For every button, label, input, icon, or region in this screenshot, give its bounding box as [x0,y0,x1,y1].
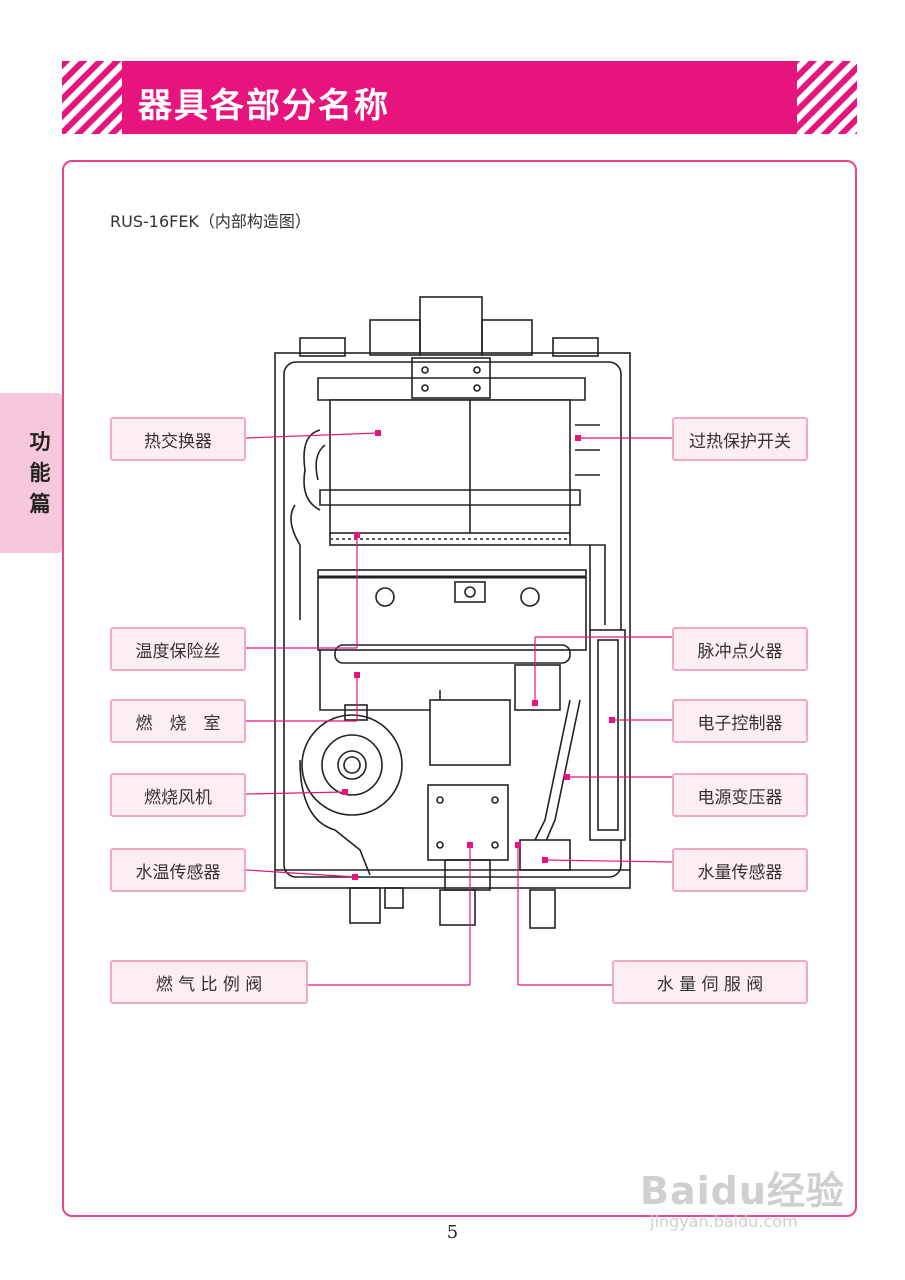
label-combustion-chamber: 燃 烧 室 [110,699,246,743]
label-overheat-switch: 过热保护开关 [672,417,808,461]
label-controller: 电子控制器 [672,699,808,743]
side-tab [0,393,62,553]
label-temp-fuse: 温度保险丝 [110,627,246,671]
page-number: 5 [446,1222,459,1243]
model-caption: RUS-16FEK（内部构造图） [110,212,311,231]
watermark-logo: Baidu经验 [640,1169,845,1213]
label-water-servo-valve: 水 量 伺 服 阀 [612,960,808,1004]
page-title: 器具各部分名称 [138,86,390,126]
watermark-url: jingyan.baidu.com [650,1212,798,1231]
label-gas-ratio-valve: 燃 气 比 例 阀 [110,960,308,1004]
label-water-flow-sensor: 水量传感器 [672,848,808,892]
label-transformer: 电源变压器 [672,773,808,817]
content-frame [62,160,857,1217]
label-igniter: 脉冲点火器 [672,627,808,671]
header-banner [62,61,857,134]
side-tab-label: 功能篇 [29,430,51,516]
label-fan: 燃烧风机 [110,773,246,817]
label-water-temp-sensor: 水温传感器 [110,848,246,892]
label-heat-exchanger: 热交换器 [110,417,246,461]
